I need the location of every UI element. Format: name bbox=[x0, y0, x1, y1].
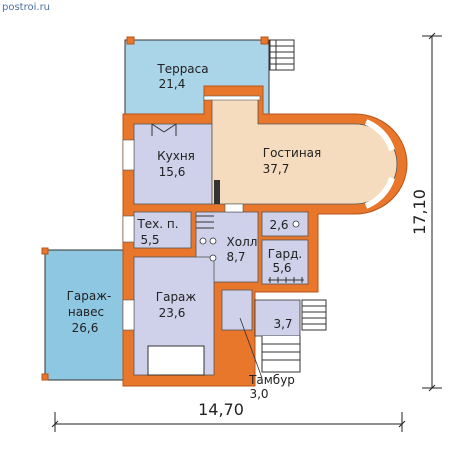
room-wc bbox=[261, 211, 309, 237]
windows bbox=[122, 95, 261, 331]
room-wardrobe bbox=[261, 239, 309, 285]
terrace-area: 21,4 bbox=[159, 77, 186, 91]
terrace-name: Терраса bbox=[156, 62, 208, 76]
vestibule-name: Тамбур bbox=[248, 373, 295, 387]
carport-floor bbox=[44, 249, 124, 381]
terrace: Терраса 21,4 bbox=[124, 36, 295, 115]
carport-name-2: навес bbox=[68, 305, 104, 319]
terrace-post bbox=[260, 36, 269, 45]
carport-area: 26,6 bbox=[72, 321, 99, 335]
living-area: 37,7 bbox=[263, 162, 290, 176]
watermark: postroi.ru bbox=[2, 2, 50, 13]
entry-stairs bbox=[261, 336, 301, 373]
tech-name: Тех. п. bbox=[136, 217, 178, 231]
height-label: 17,10 bbox=[410, 189, 429, 235]
hall-name: Холл bbox=[227, 235, 258, 249]
tech-area: 5,5 bbox=[140, 233, 159, 247]
room-vestibule bbox=[221, 289, 253, 331]
height-dimension bbox=[422, 32, 442, 392]
wc-area: 2,6 bbox=[269, 218, 288, 232]
side-stairs bbox=[301, 299, 327, 331]
vestibule-area: 3,0 bbox=[249, 387, 268, 401]
garage-area: 23,6 bbox=[159, 306, 186, 320]
wardrobe-rails bbox=[268, 277, 304, 283]
room-entry bbox=[254, 299, 301, 337]
hall-area: 8,7 bbox=[226, 250, 245, 264]
living-name: Гостиная bbox=[263, 146, 321, 160]
kitchen-area: 15,6 bbox=[159, 165, 186, 179]
carport: Гараж- навес 26,6 bbox=[41, 247, 124, 381]
width-dimension bbox=[51, 412, 406, 432]
carport-name-1: Гараж- bbox=[67, 289, 112, 303]
doors bbox=[199, 220, 300, 262]
wardrobe-area: 5,6 bbox=[272, 261, 291, 275]
garage-door bbox=[147, 345, 205, 376]
width-label: 14,70 bbox=[198, 400, 244, 419]
garage-name: Гараж bbox=[156, 290, 197, 304]
kitchen-doors bbox=[151, 123, 177, 136]
terrace-post bbox=[126, 36, 135, 45]
interior-stairs bbox=[196, 215, 214, 229]
room-tech bbox=[133, 211, 192, 249]
room-kitchen bbox=[133, 123, 213, 205]
fireplace bbox=[214, 180, 220, 204]
kitchen-name: Кухня bbox=[157, 149, 195, 163]
room-living bbox=[211, 97, 398, 205]
terrace-stairs bbox=[269, 39, 295, 71]
entry-area: 3,7 bbox=[273, 317, 292, 331]
wardrobe-name: Гард. bbox=[268, 247, 302, 261]
